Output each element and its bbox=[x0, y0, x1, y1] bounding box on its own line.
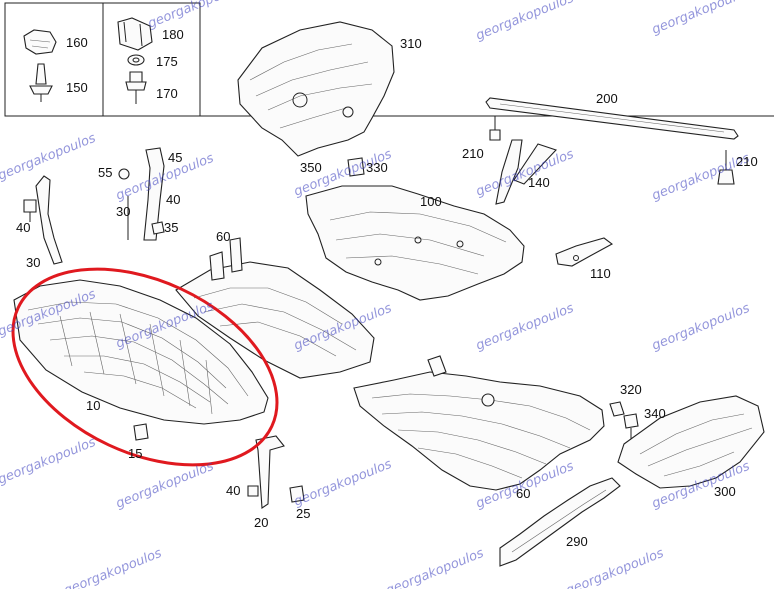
part-label-330: 330 bbox=[366, 160, 388, 175]
clip-part-320 bbox=[609, 401, 625, 417]
bracket-part-45-35 bbox=[118, 147, 165, 241]
part-label-110: 110 bbox=[590, 266, 611, 281]
subframe-shield-part-60-upper bbox=[175, 237, 375, 379]
bolt-part-210-right bbox=[717, 150, 735, 185]
part-label-60: 60 bbox=[216, 229, 230, 244]
part-labels: 160 150 180 175 170 310 200 210 210 350 … bbox=[16, 27, 758, 549]
highlight-ellipse bbox=[11, 267, 279, 467]
part-label-15: 15 bbox=[128, 446, 142, 461]
bracket-part-20 bbox=[247, 435, 285, 509]
watermark-text: georgakopoulos bbox=[474, 147, 576, 200]
watermark-text: georgakopoulos bbox=[564, 546, 666, 589]
part-label-160: 160 bbox=[66, 35, 88, 50]
part-label-40: 40 bbox=[166, 192, 180, 207]
part-label-200: 200 bbox=[596, 91, 618, 106]
clip-part-15 bbox=[133, 423, 149, 441]
side-panel-part-300 bbox=[617, 395, 765, 489]
cross-brace-part-200 bbox=[485, 97, 739, 140]
part-label-150: 150 bbox=[66, 80, 88, 95]
bolt-part-170 bbox=[125, 71, 147, 104]
clip-part-180 bbox=[117, 17, 153, 51]
screw-part-150 bbox=[29, 63, 53, 102]
part-label-210: 210 bbox=[736, 154, 758, 169]
bracket-part-110 bbox=[555, 237, 614, 267]
part-label-25: 25 bbox=[296, 506, 310, 521]
part-label-175: 175 bbox=[156, 54, 178, 69]
part-label-300: 300 bbox=[714, 484, 736, 499]
watermark-text: georgakopoulos bbox=[114, 459, 216, 512]
part-label-60: 60 bbox=[516, 486, 530, 501]
watermark-text: georgakopoulos bbox=[384, 546, 486, 589]
watermark-text: georgakopoulos bbox=[0, 131, 98, 184]
part-label-140: 140 bbox=[528, 175, 550, 190]
screw-part-340 bbox=[623, 413, 639, 440]
bolt-part-210-left bbox=[489, 116, 501, 141]
part-label-30: 30 bbox=[26, 255, 40, 270]
watermark-text: georgakopoulos bbox=[62, 546, 164, 589]
watermark-text: georgakopoulos bbox=[650, 301, 752, 354]
part-label-40: 40 bbox=[16, 220, 30, 235]
front-splash-shield-part-10 bbox=[13, 279, 269, 425]
part-label-210: 210 bbox=[462, 146, 484, 161]
part-label-180: 180 bbox=[162, 27, 184, 42]
part-label-35: 35 bbox=[164, 220, 178, 235]
part-label-290: 290 bbox=[566, 534, 588, 549]
underbody-shield-part-100 bbox=[305, 185, 525, 301]
part-label-20: 20 bbox=[254, 515, 268, 530]
watermark-text: georgakopoulos bbox=[0, 435, 98, 488]
bracket-part-140 bbox=[495, 139, 557, 205]
part-label-310: 310 bbox=[400, 36, 422, 51]
part-label-350: 350 bbox=[300, 160, 322, 175]
part-label-170: 170 bbox=[156, 86, 178, 101]
part-label-10: 10 bbox=[86, 398, 100, 413]
part-label-40: 40 bbox=[226, 483, 240, 498]
bracket-part-30-left bbox=[35, 175, 63, 265]
part-label-320: 320 bbox=[620, 382, 642, 397]
engine-cover-part-310 bbox=[237, 21, 395, 157]
clip-part-160 bbox=[23, 29, 57, 55]
bolt-part-40-left bbox=[23, 199, 37, 222]
lower-shield-part-60-lower bbox=[353, 355, 605, 491]
part-label-30: 30 bbox=[116, 204, 130, 219]
washer-part-175 bbox=[127, 54, 145, 66]
watermark-text: georgakopoulos bbox=[474, 301, 576, 354]
part-label-100: 100 bbox=[420, 194, 442, 209]
clip-part-350-330 bbox=[347, 157, 365, 177]
part-label-45: 45 bbox=[168, 150, 182, 165]
watermark-text: georgakopoulos bbox=[292, 457, 394, 510]
clip-part-25 bbox=[289, 485, 305, 503]
part-label-55: 55 bbox=[98, 165, 112, 180]
hardware-inset bbox=[4, 2, 774, 117]
watermark-text: georgakopoulos bbox=[474, 0, 576, 44]
air-duct-part-290 bbox=[499, 477, 621, 567]
watermark-text: georgakopoulos bbox=[650, 0, 752, 38]
part-label-340: 340 bbox=[644, 406, 666, 421]
